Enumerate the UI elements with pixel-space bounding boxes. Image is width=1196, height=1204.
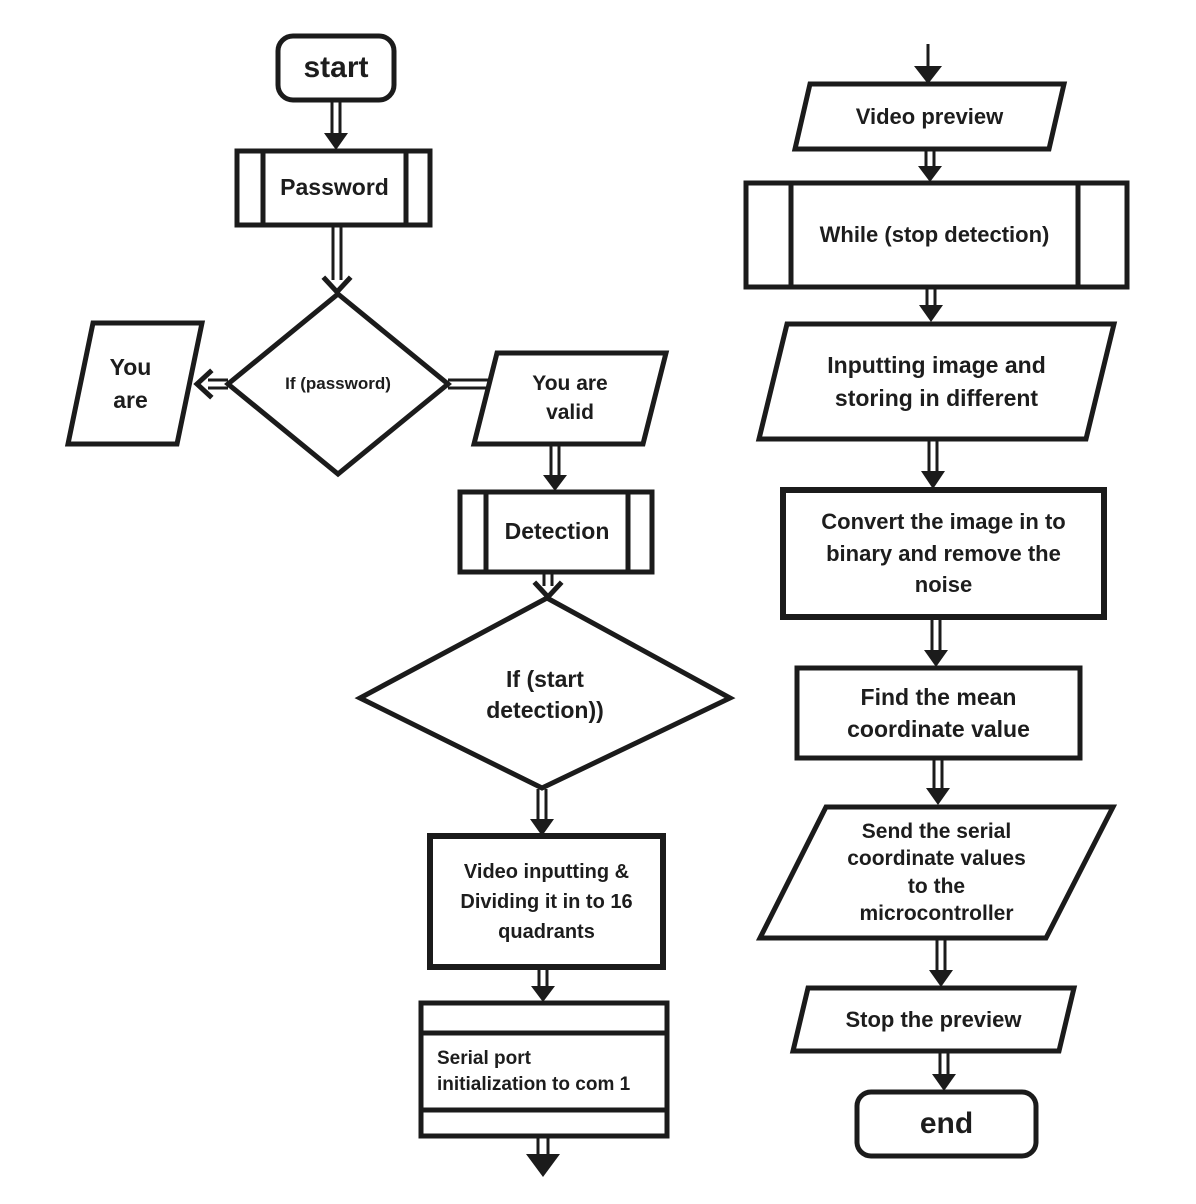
- while-stop-detection-label: While (stop detection): [819, 222, 1050, 248]
- you-are-valid-label: You are valid: [532, 372, 608, 424]
- if-password-label: If (password): [285, 373, 391, 393]
- find-mean-node: [794, 665, 1083, 761]
- video-preview-io: [791, 81, 1068, 152]
- connector-if-password-to-you-are-valid: [448, 378, 492, 390]
- arrow-convert-to-find-mean: [924, 617, 948, 667]
- if-start-detection-label: If (start detection)): [486, 665, 604, 723]
- arrow-password-to-if-password: [321, 225, 353, 296]
- end-label: end: [919, 1106, 974, 1140]
- you-are-valid-io: [470, 350, 670, 447]
- serial-port-node: [418, 1000, 670, 1139]
- find-mean-label: Find the mean coordinate value: [847, 683, 1030, 742]
- inputting-image-label: Inputting image and storing in different: [827, 352, 1046, 411]
- password-label: Password: [280, 174, 389, 201]
- arrow-serial-port-exit: [526, 1136, 560, 1177]
- start-node: [275, 33, 397, 103]
- arrow-start-to-password: [324, 100, 348, 150]
- arrow-video-inputting-to-serial-port: [531, 967, 555, 1002]
- arrow-entry-to-video-preview: [914, 44, 942, 84]
- detection-label: Detection: [504, 518, 610, 545]
- if-password-decision: [224, 290, 452, 478]
- inputting-image-io: [755, 321, 1118, 442]
- if-start-detection-decision: [354, 595, 736, 791]
- detection-node: [457, 489, 655, 575]
- you-are-io: [64, 320, 206, 447]
- video-inputting-label: Video inputting & Dividing it in to 16 q…: [460, 860, 633, 943]
- you-are-label: You are: [109, 354, 152, 413]
- start-label: start: [303, 50, 369, 84]
- arrow-inputting-image-to-convert: [921, 439, 945, 489]
- send-serial-label: Send the serial coordinate values to the…: [847, 819, 1026, 925]
- arrow-if-start-to-video-inputting: [530, 789, 554, 836]
- stop-preview-io: [789, 985, 1078, 1054]
- serial-port-label: Serial port initialization to com 1: [437, 1047, 631, 1095]
- arrow-while-to-inputting-image: [919, 288, 943, 322]
- arrow-video-preview-to-while: [918, 149, 942, 182]
- video-preview-label: Video preview: [855, 103, 1004, 129]
- password-node: [234, 148, 433, 228]
- arrow-detection-to-if-start: [532, 572, 564, 601]
- arrow-send-serial-to-stop-preview: [929, 938, 953, 987]
- end-node: [854, 1089, 1039, 1159]
- arrow-find-mean-to-send-serial: [926, 758, 950, 805]
- stop-preview-label: Stop the preview: [845, 1006, 1022, 1032]
- arrow-if-password-to-you-are: [193, 368, 228, 400]
- arrow-stop-preview-to-end: [932, 1051, 956, 1091]
- while-stop-detection-node: [743, 180, 1130, 290]
- convert-image-label: Convert the image in to binary and remov…: [821, 508, 1066, 598]
- arrow-you-are-valid-to-detection: [543, 445, 567, 491]
- send-serial-io: [755, 804, 1118, 941]
- convert-image-node: [780, 487, 1107, 620]
- video-inputting-node: [427, 833, 666, 970]
